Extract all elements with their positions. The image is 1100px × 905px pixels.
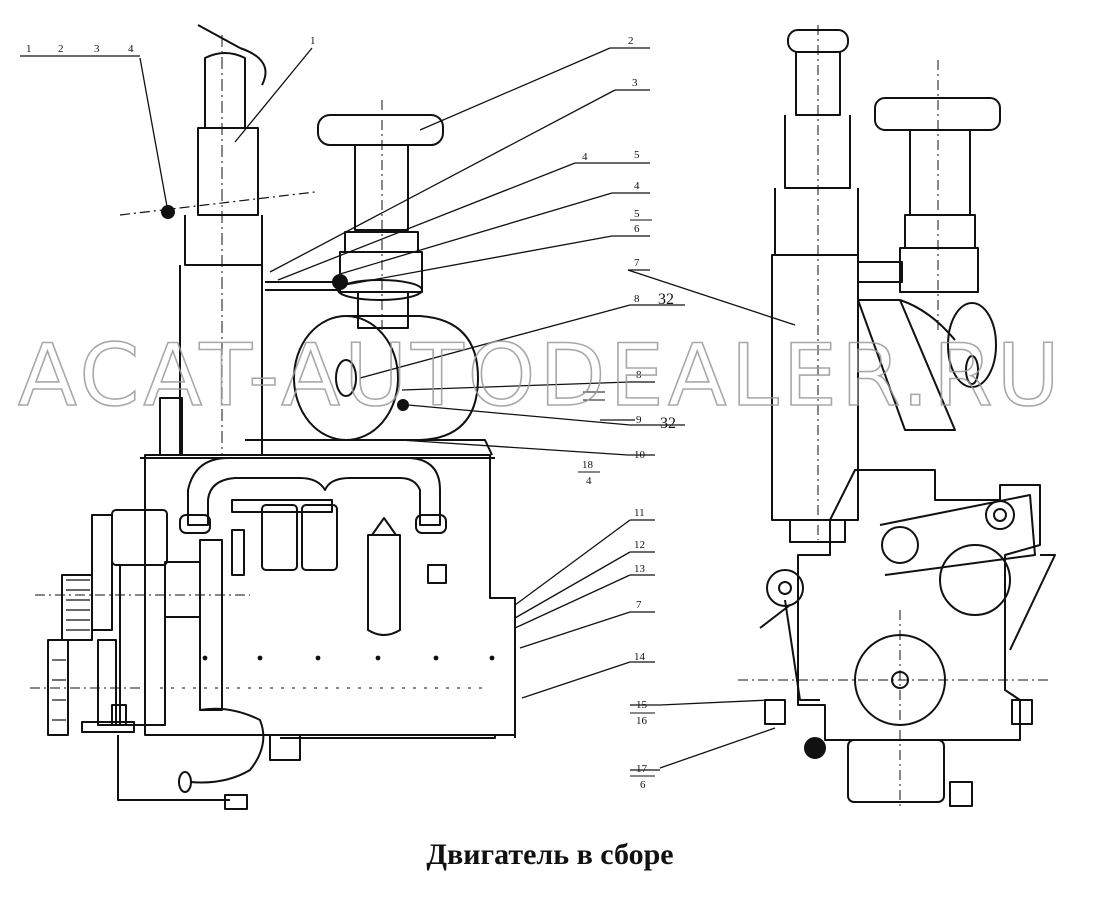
drawing-caption: Двигатель в сборе — [426, 838, 674, 871]
callout-top-4: 4 — [128, 43, 134, 55]
callout-5-frac: 5 — [634, 208, 640, 220]
callout-12: 12 — [634, 539, 645, 551]
callout-5: 5 — [634, 149, 640, 161]
filler-neck — [204, 52, 246, 129]
callout-8: 8 — [634, 293, 640, 305]
callout-1: 1 — [310, 35, 316, 47]
callout-7: 7 — [634, 257, 640, 269]
callout-9-qty: 32 — [660, 415, 676, 432]
callout-14: 14 — [634, 651, 646, 663]
exhaust-manifold — [187, 457, 441, 526]
right-engine-body — [797, 469, 1041, 741]
callout-top-3: 3 — [94, 43, 100, 55]
callout-7-lower: 7 — [636, 599, 642, 611]
oil-filter — [367, 534, 401, 636]
callout-8-lower: 8 — [636, 369, 642, 381]
callout-9: 9 — [636, 414, 642, 426]
air-cleaner-cap — [317, 114, 444, 146]
callout-11: 11 — [634, 507, 645, 519]
fuel-filter-1 — [261, 504, 298, 571]
callout-13: 13 — [634, 563, 646, 575]
left-engine-view — [30, 24, 516, 810]
callout-labels: 1 2 3 4 1 2 3 4 5 4 5 6 7 8 32 8 9 32 18… — [26, 35, 676, 791]
fuel-filter-2 — [301, 504, 338, 571]
callout-2: 2 — [628, 35, 634, 47]
callout-4: 4 — [634, 180, 640, 192]
callout-4-frac: 4 — [586, 475, 592, 487]
callout-4-upper: 4 — [582, 151, 588, 163]
right-engine-view — [738, 25, 1056, 810]
callout-15: 15 — [636, 699, 648, 711]
callout-top-2: 2 — [58, 43, 64, 55]
callout-18: 18 — [582, 459, 594, 471]
callout-3: 3 — [632, 77, 638, 89]
callout-top-1: 1 — [26, 43, 32, 55]
leader-lines — [20, 47, 796, 771]
callout-6-lower: 6 — [640, 779, 646, 791]
callout-16: 16 — [636, 715, 648, 727]
callout-8-qty: 32 — [658, 291, 674, 308]
callout-10: 10 — [634, 449, 646, 461]
callout-17: 17 — [636, 763, 648, 775]
right-oil-pan — [847, 739, 945, 803]
callout-6-frac: 6 — [634, 223, 640, 235]
watermark-text: ACAT-AUTODEALER.RU — [18, 326, 1064, 426]
